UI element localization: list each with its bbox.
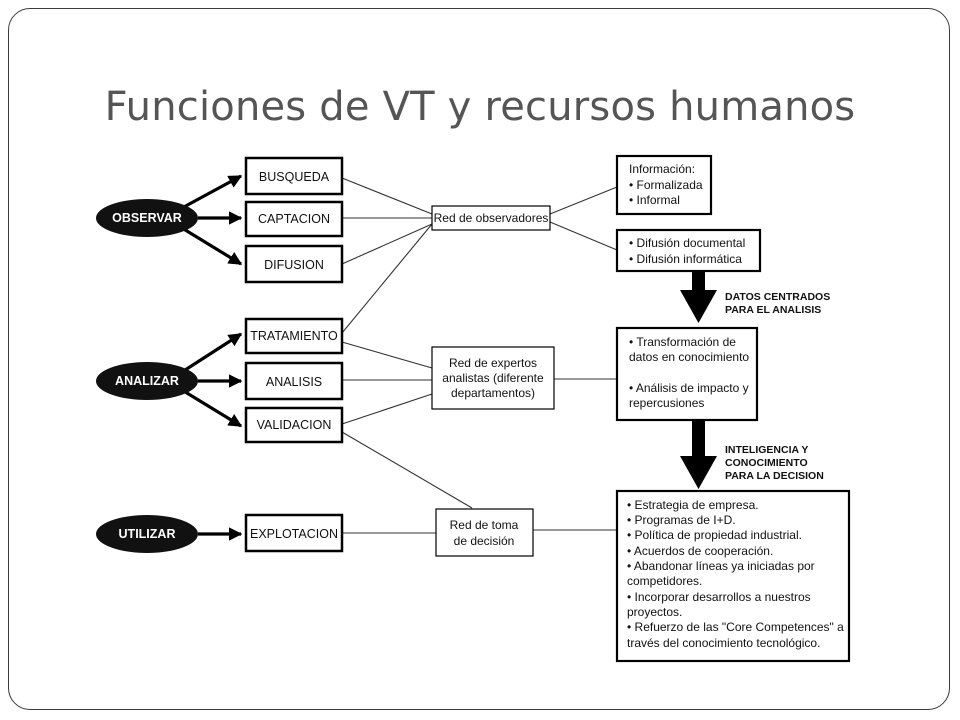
svg-text:Red de observadores: Red de observadores [434, 211, 549, 225]
svg-text:• Política de propiedad indust: • Política de propiedad industrial. [627, 528, 802, 542]
svg-text:• Acuerdos de cooperación.: • Acuerdos de cooperación. [627, 544, 773, 558]
svg-text:• Transformación de: • Transformación de [629, 335, 736, 349]
phase-analizar: ANALIZAR [96, 362, 198, 400]
svg-text:departamentos): departamentos) [451, 386, 535, 400]
svg-text:proyectos.: proyectos. [627, 605, 682, 619]
activity-busqueda: BUSQUEDA [244, 156, 344, 196]
svg-text:analistas (diferente: analistas (diferente [442, 371, 544, 385]
activity-analisis: ANALISIS [244, 361, 344, 401]
svg-text:Red de toma: Red de toma [450, 518, 519, 532]
down-arrow-datos [680, 271, 717, 323]
flow-label-inteligencia: INTELIGENCIA Y CONOCIMIENTO PARA LA DECI… [725, 444, 824, 482]
activity-explotacion: EXPLOTACION [244, 513, 344, 553]
svg-text:ANALIZAR: ANALIZAR [115, 374, 179, 388]
connector-lines [341, 177, 618, 534]
network-observadores: Red de observadores [431, 205, 551, 231]
down-arrow-inteligencia [680, 420, 717, 489]
svg-text:• Programas de I+D.: • Programas de I+D. [627, 513, 736, 527]
svg-text:repercusiones: repercusiones [629, 396, 704, 410]
svg-text:• Incorporar desarrollos a nue: • Incorporar desarrollos a nuestros [627, 590, 811, 604]
flow-label-datos: DATOS CENTRADOS PARA EL ANALISIS [725, 291, 830, 316]
svg-text:• Análisis de impacto y: • Análisis de impacto y [629, 381, 749, 395]
svg-text:través del conocimiento tecnol: través del conocimiento tecnológico. [627, 636, 820, 650]
svg-text:• Refuerzo de las "Core Compet: • Refuerzo de las "Core Competences" a [627, 620, 844, 634]
svg-text:TRATAMIENTO: TRATAMIENTO [250, 329, 338, 343]
svg-text:ANALISIS: ANALISIS [266, 375, 322, 389]
svg-text:Información:: Información: [629, 162, 695, 176]
svg-text:EXPLOTACION: EXPLOTACION [250, 527, 338, 541]
svg-text:competidores.: competidores. [627, 574, 702, 588]
svg-text:DATOS CENTRADOS: DATOS CENTRADOS [725, 291, 830, 303]
activity-tratamiento: TRATAMIENTO [244, 317, 344, 355]
network-expertos: Red de expertos analistas (diferente dep… [431, 346, 555, 410]
network-toma-decision: Red de toma de decisión [435, 508, 534, 557]
svg-text:VALIDACION: VALIDACION [257, 418, 332, 432]
svg-text:CONOCIMIENTO: CONOCIMIENTO [725, 457, 808, 469]
activity-difusion: DIFUSION [244, 244, 344, 284]
svg-text:• Informal: • Informal [629, 193, 680, 207]
svg-text:PARA EL ANALISIS: PARA EL ANALISIS [725, 304, 821, 316]
svg-text:• Abandonar líneas ya iniciada: • Abandonar líneas ya iniciadas por [627, 559, 815, 573]
output-difusion: • Difusión documental • Difusión informá… [615, 228, 762, 273]
svg-text:• Formalizada: • Formalizada [629, 178, 703, 192]
output-estrategia: • Estrategia de empresa. • Programas de … [615, 489, 851, 663]
svg-text:DIFUSION: DIFUSION [264, 258, 324, 272]
output-transformacion: • Transformación de datos en conocimient… [615, 326, 759, 422]
svg-text:UTILIZAR: UTILIZAR [119, 527, 176, 541]
output-informacion: Información: • Formalizada • Informal [615, 154, 713, 216]
svg-text:• Estrategia de empresa.: • Estrategia de empresa. [627, 498, 759, 512]
svg-text:de decisión: de decisión [454, 534, 515, 548]
phase-observar: OBSERVAR [96, 199, 198, 237]
activity-captacion: CAPTACION [244, 200, 344, 238]
svg-text:Red de expertos: Red de expertos [449, 356, 537, 370]
svg-text:INTELIGENCIA Y: INTELIGENCIA Y [725, 444, 808, 456]
svg-text:CAPTACION: CAPTACION [258, 212, 330, 226]
svg-text:PARA LA DECISION: PARA LA DECISION [725, 470, 824, 482]
svg-text:OBSERVAR: OBSERVAR [112, 211, 182, 225]
svg-text:• Difusión informática: • Difusión informática [629, 252, 742, 266]
svg-text:datos en conocimiento: datos en conocimiento [629, 350, 749, 364]
slide-title: Funciones de VT y recursos humanos [104, 84, 856, 130]
activity-validacion: VALIDACION [244, 406, 344, 444]
phase-utilizar: UTILIZAR [96, 515, 198, 553]
svg-text:• Difusión documental: • Difusión documental [629, 236, 745, 250]
branch-arrows [181, 174, 243, 541]
svg-text:BUSQUEDA: BUSQUEDA [259, 170, 330, 184]
